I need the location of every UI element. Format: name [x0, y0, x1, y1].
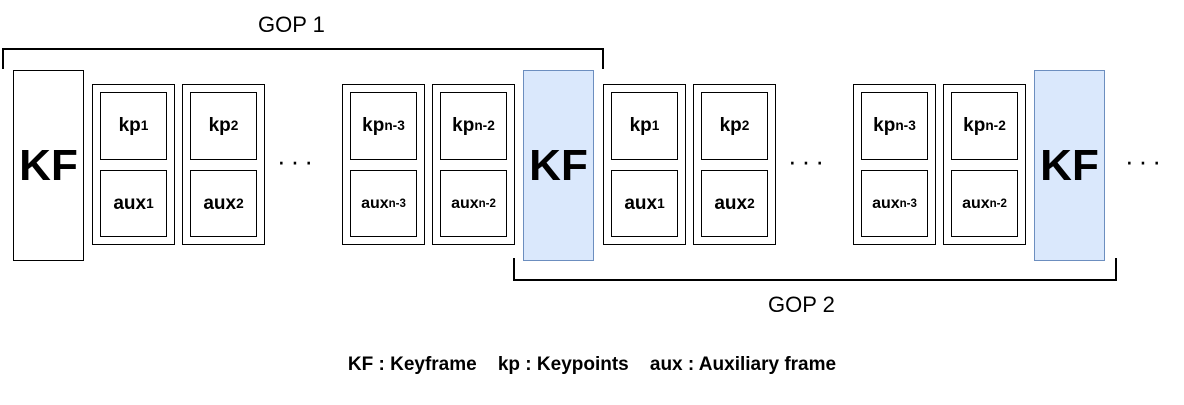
keyframe-2: KF: [523, 70, 594, 261]
gop1-bracket: [2, 48, 604, 69]
ellipsis-1: ···: [277, 146, 318, 176]
legend: KF : Keyframe kp : Keypoints aux : Auxil…: [0, 354, 1184, 376]
keyframe-3: KF: [1034, 70, 1105, 261]
keyframe-1: KF: [13, 70, 84, 261]
gop2-label: GOP 2: [768, 292, 835, 317]
gop2-bracket: [513, 258, 1117, 281]
legend-keypoints: kp : Keypoints: [497, 354, 629, 375]
ellipsis-2: ···: [788, 146, 829, 176]
ellipsis-3: ···: [1125, 146, 1166, 176]
gop1-label: GOP 1: [258, 12, 325, 37]
legend-keyframe: KF : Keyframe: [347, 354, 477, 375]
legend-auxiliary: aux : Auxiliary frame: [649, 354, 837, 375]
